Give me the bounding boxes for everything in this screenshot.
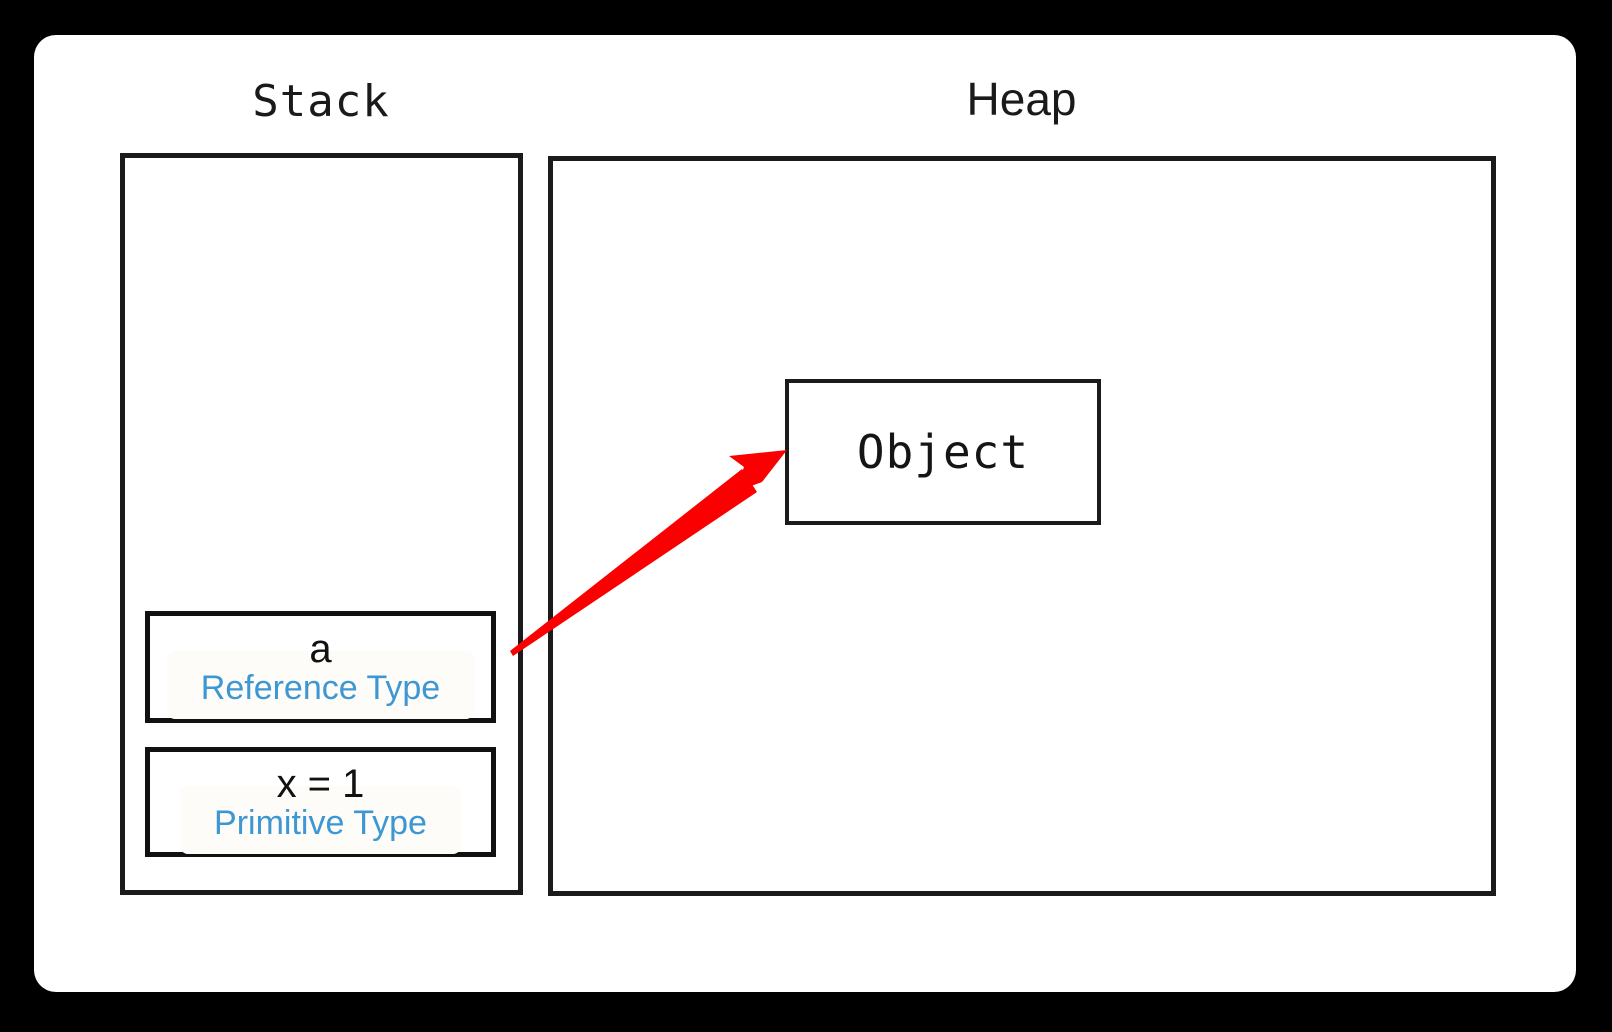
stack-slot-primitive[interactable]: x = 1 Primitive Type <box>145 747 496 857</box>
stack-slot-primitive-value: x = 1 <box>276 762 365 806</box>
heap-title: Heap <box>966 73 1077 125</box>
stack-slot-primitive-type-label: Primitive Type <box>214 804 427 842</box>
stack-slot-primitive-content: x = 1 Primitive Type <box>180 762 461 854</box>
heap-object-box[interactable]: Object <box>785 379 1101 525</box>
heap-object-label: Object <box>856 425 1030 479</box>
stack-slot-reference-value: a <box>309 627 332 671</box>
heap-region-frame <box>548 156 1496 896</box>
stack-slot-reference-content: a Reference Type <box>166 627 475 719</box>
stack-slot-reference[interactable]: a Reference Type <box>145 611 496 723</box>
stack-title: Stack <box>252 76 390 127</box>
stack-slot-reference-type-label: Reference Type <box>200 669 441 707</box>
